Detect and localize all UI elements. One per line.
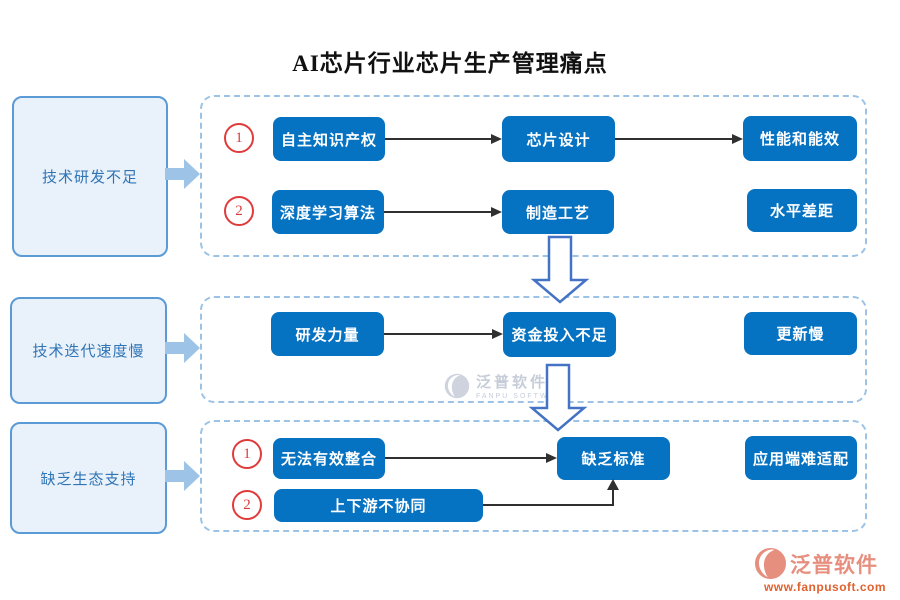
category-label: 技术迭代速度慢 xyxy=(32,343,145,360)
node-box: 应用端难适配 xyxy=(745,436,857,480)
category-box-tech-rd: 技术研发不足 xyxy=(12,96,168,257)
node-box: 无法有效整合 xyxy=(273,438,385,479)
node-box: 芯片设计 xyxy=(502,116,615,162)
category-box-ecosystem: 缺乏生态支持 xyxy=(10,422,167,534)
brand-logo-icon xyxy=(754,547,787,580)
watermark: 泛普软件 FANPU SOFTWARE xyxy=(444,371,569,400)
brand-name: 泛普软件 xyxy=(790,553,878,577)
category-label: 缺乏生态支持 xyxy=(40,470,137,488)
node-box: 研发力量 xyxy=(271,312,384,356)
node-box: 水平差距 xyxy=(747,189,857,232)
flow-right-arrow-icon xyxy=(165,461,200,491)
connector-arrow xyxy=(615,134,743,144)
node-box: 自主知识产权 xyxy=(273,117,385,161)
brand-logo: 泛普软件 www.fanpusoft.com xyxy=(754,547,896,594)
connector-arrow xyxy=(384,207,502,217)
flow-right-arrow-icon xyxy=(165,333,200,363)
step-number: 1 xyxy=(232,439,262,469)
step-number: 2 xyxy=(224,196,254,226)
node-box: 资金投入不足 xyxy=(503,312,616,357)
big-down-arrow-icon xyxy=(528,363,588,432)
node-box: 缺乏标准 xyxy=(557,437,670,480)
diagram-title: AI芯片行业芯片生产管理痛点 xyxy=(292,51,608,76)
connector-arrow xyxy=(385,453,557,463)
flow-right-arrow-icon xyxy=(165,159,200,189)
elbow-connector-arrow xyxy=(483,479,619,506)
node-box: 更新慢 xyxy=(744,312,857,355)
watermark-brand-name: 泛普软件 xyxy=(476,374,549,391)
connector-arrow xyxy=(384,329,503,339)
watermark-brand-subtitle: FANPU SOFTWARE xyxy=(476,393,569,400)
category-label: 技术研发不足 xyxy=(41,169,138,186)
big-down-arrow-icon xyxy=(530,235,590,304)
node-box: 制造工艺 xyxy=(502,190,614,234)
node-box: 性能和能效 xyxy=(743,116,857,161)
connector-arrow xyxy=(385,134,502,144)
step-number: 2 xyxy=(232,490,262,520)
category-box-iteration: 技术迭代速度慢 xyxy=(10,297,167,404)
node-box: 上下游不协同 xyxy=(274,489,483,522)
step-number: 1 xyxy=(224,123,254,153)
brand-url: www.fanpusoft.com xyxy=(763,580,887,594)
watermark-logo-icon xyxy=(444,373,470,398)
node-box: 深度学习算法 xyxy=(272,190,384,234)
